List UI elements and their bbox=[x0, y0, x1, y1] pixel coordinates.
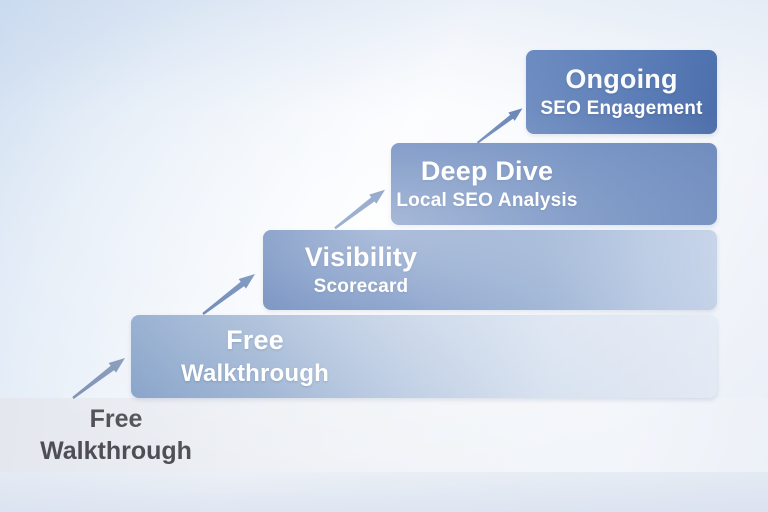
step-label: Deep Dive Local SEO Analysis bbox=[393, 143, 581, 225]
step-subtitle: Walkthrough bbox=[181, 360, 329, 388]
step-label: Ongoing SEO Engagement bbox=[526, 50, 717, 134]
step-subtitle: Scorecard bbox=[313, 276, 409, 298]
up-right-arrow-icon bbox=[196, 268, 262, 320]
step-label: Visibility Scorecard bbox=[277, 230, 445, 310]
up-right-arrow-icon bbox=[66, 352, 132, 404]
step-bar-ongoing-seo: Ongoing SEO Engagement bbox=[526, 50, 717, 134]
step-subtitle: Local SEO Analysis bbox=[396, 190, 578, 212]
step-title: Ongoing bbox=[565, 64, 678, 95]
step-bar-free-walkthrough: Free Walkthrough bbox=[131, 315, 717, 398]
ground-step-subtitle: Walkthrough bbox=[40, 437, 192, 465]
up-right-arrow-icon bbox=[472, 103, 528, 148]
step-title: Deep Dive bbox=[420, 156, 554, 187]
step-bar-deep-dive: Deep Dive Local SEO Analysis bbox=[391, 143, 717, 225]
up-right-arrow-icon bbox=[328, 184, 392, 234]
ground-step-label: Free Walkthrough bbox=[16, 404, 216, 466]
step-bar-visibility-scorecard: Visibility Scorecard bbox=[263, 230, 717, 310]
step-label: Free Walkthrough bbox=[157, 315, 353, 398]
step-title: Free bbox=[226, 325, 284, 356]
step-title: Visibility bbox=[304, 242, 418, 273]
step-subtitle: SEO Engagement bbox=[540, 98, 703, 120]
ground-band-lower bbox=[0, 472, 768, 512]
ground-step-title: Free bbox=[89, 405, 143, 433]
ground-band bbox=[0, 398, 768, 472]
